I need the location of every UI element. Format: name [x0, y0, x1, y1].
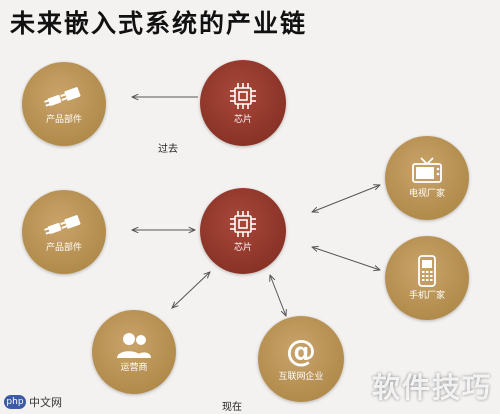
node-label: 芯片 [233, 243, 252, 253]
node-now-chip: 芯片 [200, 188, 286, 274]
arrow-now-chip-operator [172, 272, 210, 308]
mobile-phone-icon [418, 255, 436, 287]
chip-icon [230, 83, 256, 109]
site-watermark: php 中文网 [4, 394, 62, 410]
node-label: 运营商 [120, 363, 148, 373]
users-icon [117, 333, 151, 358]
site-watermark-label: 中文网 [29, 396, 62, 409]
caption-past: 过去 [158, 144, 178, 155]
node-past-chip: 芯片 [200, 60, 286, 146]
arrow-now-chip-phone [312, 247, 380, 270]
node-now-parts: 产品部件 [22, 190, 106, 274]
node-label: 电视厂家 [408, 189, 445, 199]
node-label: 产品部件 [45, 115, 82, 125]
at-sign-icon: @ [286, 335, 316, 369]
plug-icon [44, 87, 81, 107]
diagram-title: 未来嵌入式系统的产业链 [10, 9, 308, 38]
node-label: 互联网企业 [278, 372, 324, 382]
node-phone-maker: 手机厂家 [385, 236, 469, 320]
chip-icon [230, 211, 256, 237]
node-past-parts: 产品部件 [22, 62, 106, 146]
node-operator: 运营商 [92, 310, 176, 394]
node-label: 产品部件 [45, 243, 82, 253]
svg-text:@: @ [286, 335, 316, 369]
node-label: 手机厂家 [408, 291, 445, 301]
arrow-now-chip-internet [270, 275, 286, 316]
node-tv-maker: 电视厂家 [385, 136, 469, 220]
php-badge-icon: php [4, 395, 26, 409]
arrow-now-chip-tv [312, 185, 380, 212]
watermark-text: 软件技巧 [371, 371, 492, 404]
caption-now: 现在 [222, 402, 242, 413]
tv-icon [412, 157, 442, 183]
node-internet-company: @ 互联网企业 [258, 316, 344, 402]
node-label: 芯片 [233, 115, 252, 125]
plug-icon [44, 215, 81, 235]
